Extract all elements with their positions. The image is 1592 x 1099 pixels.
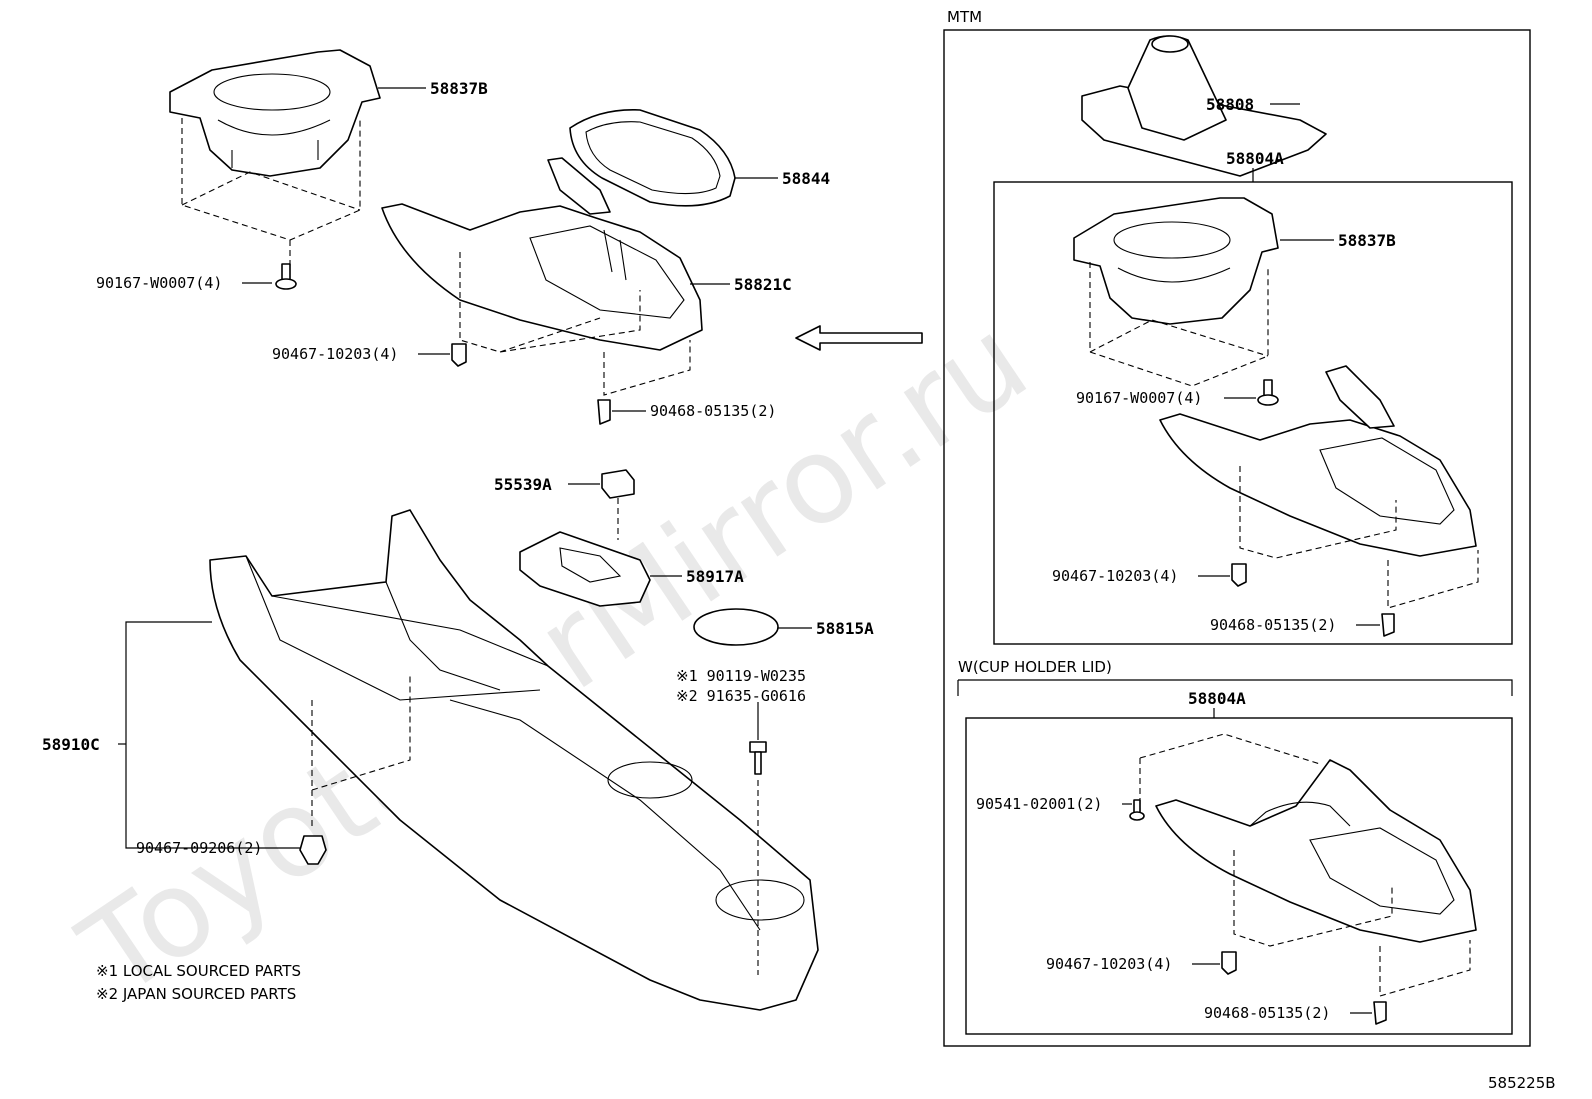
note-local-sourced: ※1 LOCAL SOURCED PARTS [96,962,301,980]
note-japan-sourced: ※2 JAPAN SOURCED PARTS [96,985,296,1003]
label-90467-09206[interactable]: 90467-09206(2) [136,839,262,857]
diagram-code: 585225B [1488,1074,1556,1092]
label-mtm-90467-10203[interactable]: 90467-10203(4) [1052,567,1178,585]
screw-90119-91635[interactable] [749,741,767,775]
mtm-title: MTM [947,8,982,26]
mat-58815A[interactable] [693,608,779,646]
cup-assembly-frame [965,717,1513,1035]
bezel-58844[interactable] [569,109,736,207]
mtm-clip-90468[interactable] [1381,613,1395,637]
cup-screw-90541[interactable] [1129,799,1145,821]
label-90119-W0235[interactable]: ※1 90119-W0235 [676,667,806,685]
mtm-frame [943,29,1531,1047]
direction-arrow [795,325,923,351]
clip-90468-05135[interactable] [597,399,611,425]
mtm-assembly-frame [993,181,1513,645]
label-58815A[interactable]: 58815A [816,619,874,638]
label-cup-90467-10203[interactable]: 90467-10203(4) [1046,955,1172,973]
cup-holder-lid-title: W(CUP HOLDER LID) [958,658,1112,676]
cup-lid-shift-panel[interactable] [1155,759,1477,943]
label-90541-02001[interactable]: 90541-02001(2) [976,795,1102,813]
label-58844[interactable]: 58844 [782,169,830,188]
switch-55539A[interactable] [601,469,635,499]
mtm-shift-panel[interactable] [1159,365,1477,557]
label-mtm-90167-W0007[interactable]: 90167-W0007(4) [1076,389,1202,407]
label-90467-10203[interactable]: 90467-10203(4) [272,345,398,363]
mtm-bolt-90167[interactable] [1257,379,1279,406]
bolt-90167[interactable] [275,263,297,290]
label-58808[interactable]: 58808 [1206,95,1254,114]
cup-clip-90467[interactable] [1221,951,1237,975]
label-cup-58804A[interactable]: 58804A [1188,689,1246,708]
label-mtm-90468-05135[interactable]: 90468-05135(2) [1210,616,1336,634]
label-mtm-58837B[interactable]: 58837B [1338,231,1396,250]
shift-panel-58821C[interactable] [381,157,703,351]
bracket-58917A[interactable] [519,531,651,607]
label-cup-90468-05135[interactable]: 90468-05135(2) [1204,1004,1330,1022]
label-90468-05135[interactable]: 90468-05135(2) [650,402,776,420]
label-90167-W0007[interactable]: 90167-W0007(4) [96,274,222,292]
console-box-58910C[interactable] [209,509,819,1011]
label-mtm-58804A[interactable]: 58804A [1226,149,1284,168]
label-58837B[interactable]: 58837B [430,79,488,98]
clip-90467-10203[interactable] [451,343,467,367]
label-58910C[interactable]: 58910C [42,735,100,754]
label-58917A[interactable]: 58917A [686,567,744,586]
mtm-cup-holder-58837B[interactable] [1073,197,1279,325]
cup-clip-90468[interactable] [1373,1001,1387,1025]
label-55539A[interactable]: 55539A [494,475,552,494]
cup-holder-58837B[interactable] [169,49,381,177]
mtm-clip-90467[interactable] [1231,563,1247,587]
label-58821C[interactable]: 58821C [734,275,792,294]
shift-boot-58808[interactable] [1081,35,1327,177]
label-91635-G0616[interactable]: ※2 91635-G0616 [676,687,806,705]
clip-90467-09206[interactable] [299,835,327,865]
